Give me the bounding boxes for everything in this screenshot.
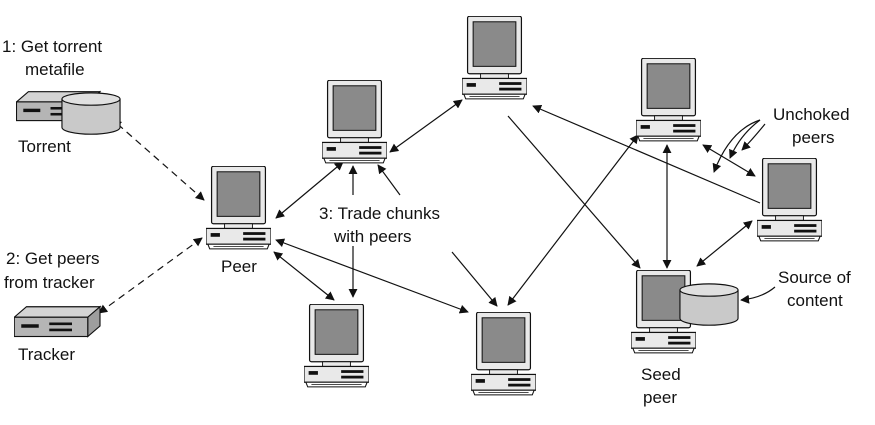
edge-top-right-bottom-center: [507, 134, 639, 306]
unchoked-label: Unchoked peers: [773, 105, 854, 147]
edge-right-seed: [696, 220, 753, 267]
seed-label: Seed peer: [641, 365, 685, 407]
tracker-label: Tracker: [18, 345, 75, 364]
source-pointer: [740, 286, 776, 304]
trade-pointer-down-right: [451, 251, 498, 307]
dashed-edge-peer-torrent: [112, 119, 205, 201]
computer-icon: [304, 304, 369, 388]
seed-node: [631, 270, 739, 354]
torrent-node: [16, 91, 121, 135]
step2-label: 2: Get peers from tracker: [4, 249, 104, 292]
computer-icon: [206, 166, 271, 250]
computer-icon: [462, 16, 527, 100]
edge-top-center-right: [532, 105, 761, 204]
source-label: Source of content: [778, 268, 856, 310]
edge-top-right-right: [702, 144, 756, 177]
computer-icon: [757, 158, 822, 242]
computer-icon: [636, 58, 701, 142]
edge-peer-bottom-left: [273, 251, 335, 301]
disk-icon: [61, 92, 121, 135]
edge-upper-left-top-center: [389, 99, 463, 153]
dashed-edge-peer-tracker: [98, 237, 203, 314]
computer-icon: [322, 80, 387, 164]
trade-pointer-up-right: [377, 164, 401, 196]
computer-icon: [471, 312, 536, 396]
torrent-label: Torrent: [18, 137, 71, 156]
unchoked-pointer-3: [741, 123, 766, 151]
step1-label: 1: Get torrent metafile: [2, 37, 107, 79]
tracker-node: [14, 306, 101, 338]
connections: [98, 99, 776, 314]
edge-peer-upper-left: [275, 161, 344, 219]
edge-peer-bottom-center: [275, 238, 469, 314]
trade-label: 3: Trade chunks with peers: [319, 204, 445, 246]
peer-label: Peer: [221, 257, 257, 276]
unchoked-pointer-2: [729, 119, 761, 159]
tracker-server-icon: [14, 306, 101, 338]
edge-top-center-seed: [507, 115, 641, 269]
unchoked-pointer-1: [712, 119, 761, 173]
disk-icon: [679, 283, 739, 326]
